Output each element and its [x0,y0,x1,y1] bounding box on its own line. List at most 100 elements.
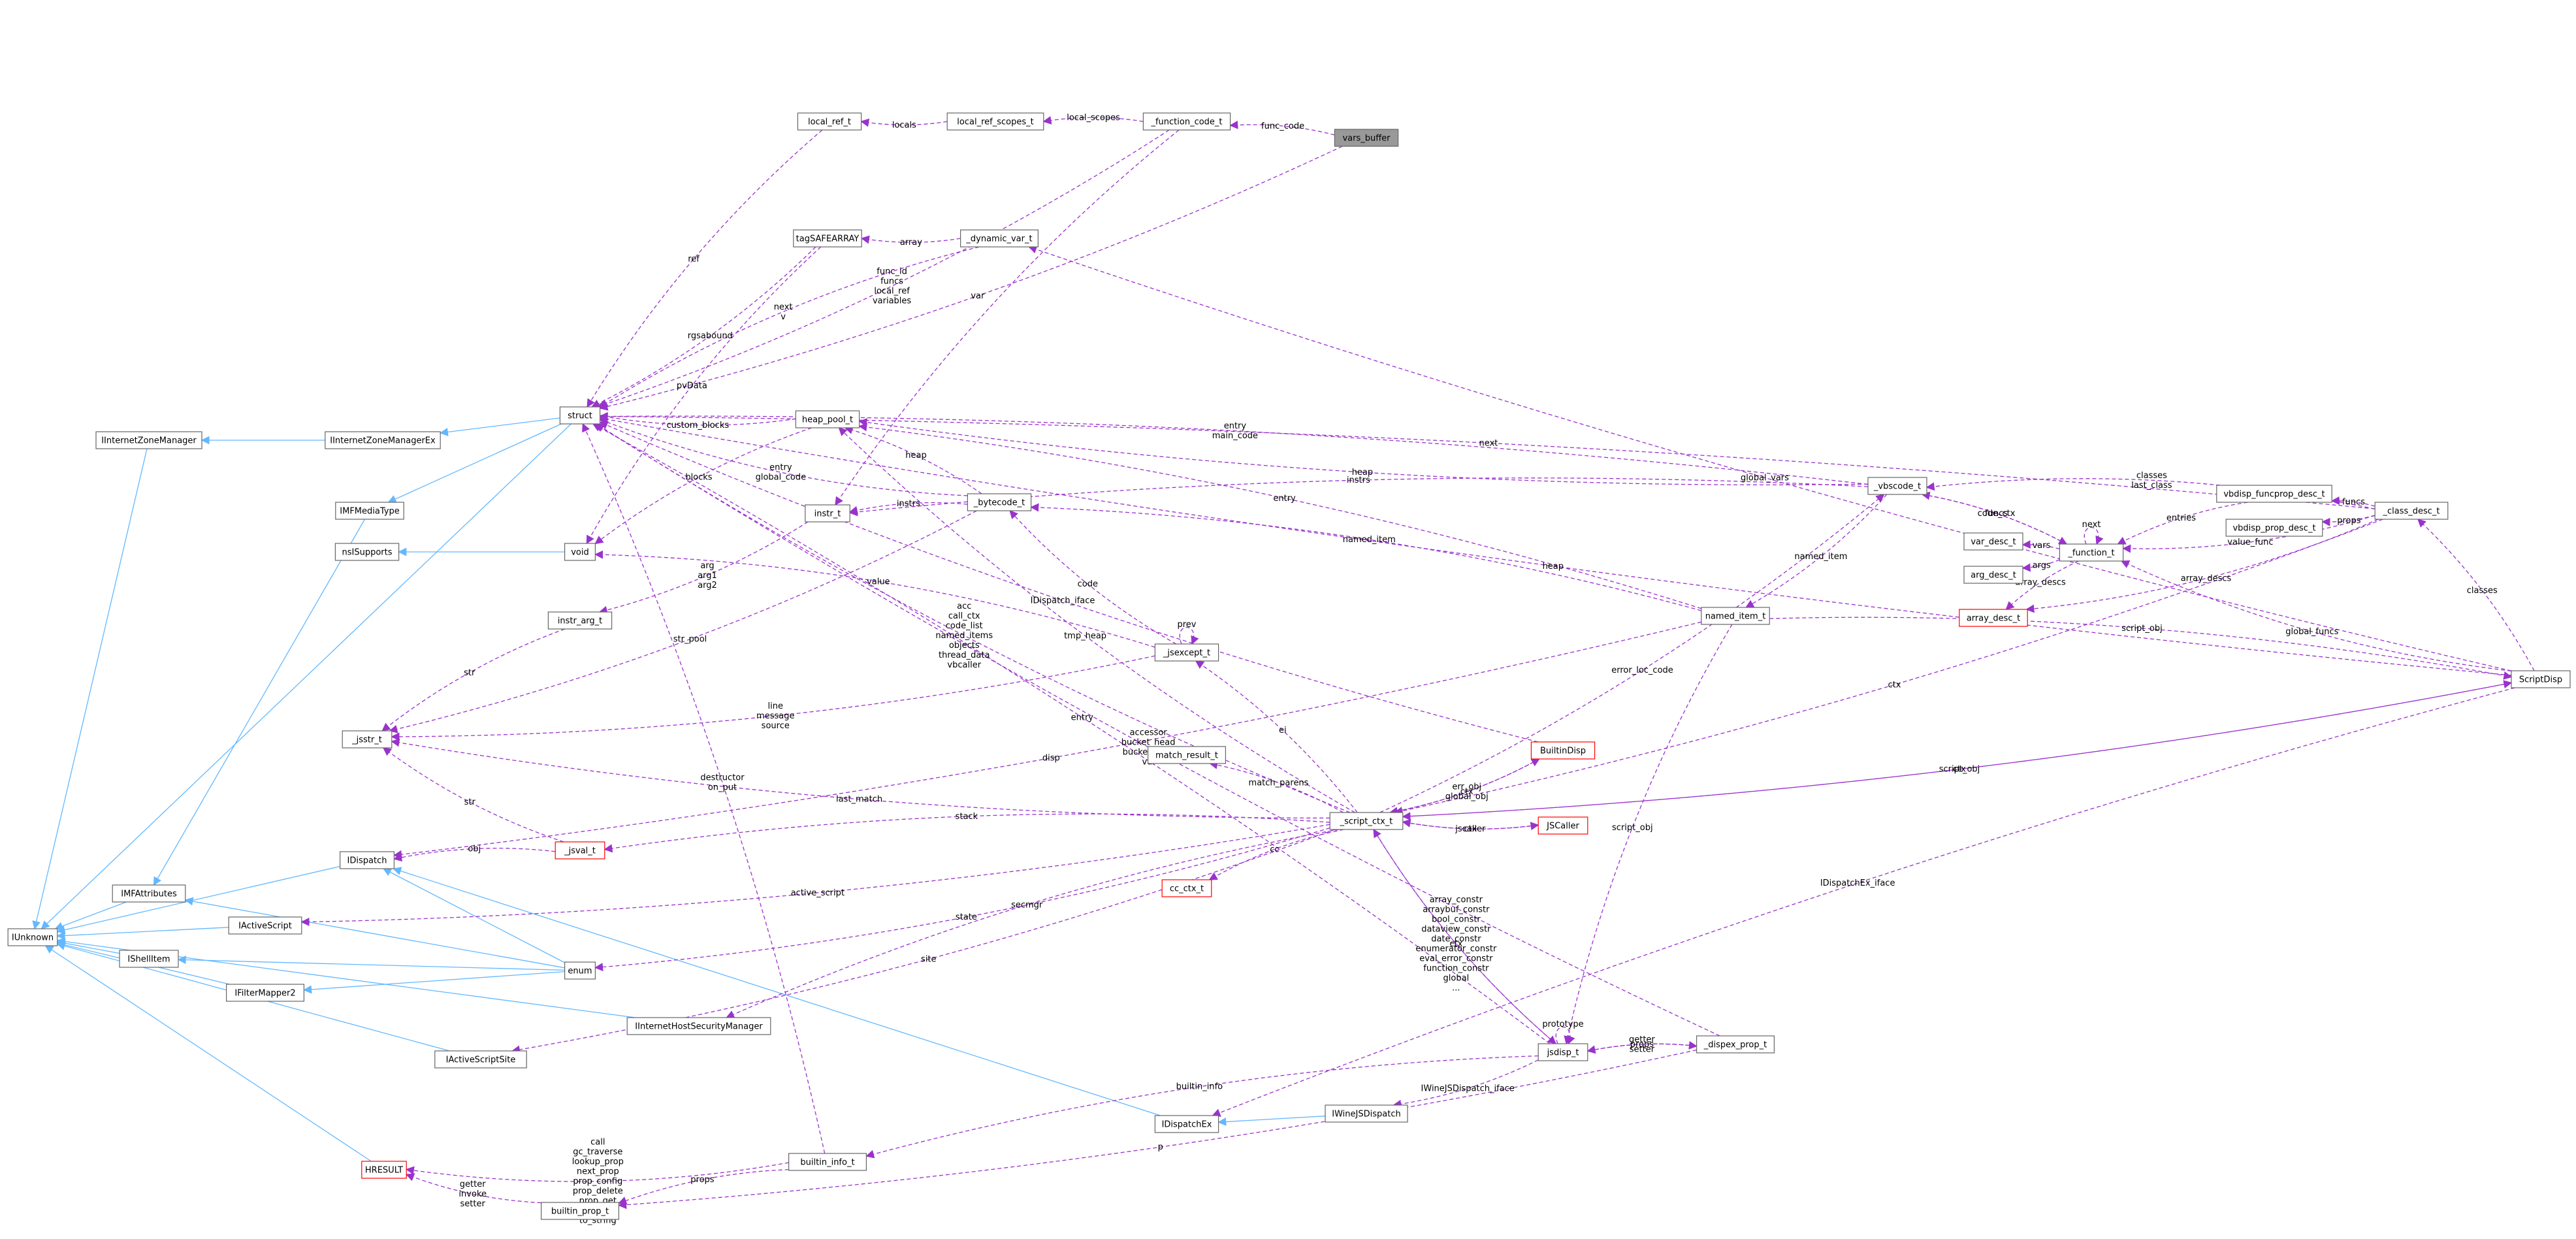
node-match-result-t[interactable]: match_result_t [1147,746,1226,764]
node-function-t[interactable]: _function_t [2059,543,2124,562]
node-IActiveScriptSite[interactable]: IActiveScriptSite [434,1050,527,1069]
node-arg-desc-t[interactable]: arg_desc_t [1963,566,2023,584]
node-tagSAFEARRAY[interactable]: tagSAFEARRAY [793,229,862,248]
node-box [226,984,305,1002]
usage-edge-named_item_t-to-_bytecode_t [1030,503,1701,611]
node-vbscode-t[interactable]: _vbscode_t [1867,477,1927,495]
node-struct[interactable]: struct [559,406,601,425]
node-array-desc-t[interactable]: array_desc_t [1959,609,2028,627]
node-IDispatch[interactable]: IDispatch [339,851,394,869]
usage-edge-_dynamic_var_t-to-tagSAFEARRAY [860,235,961,244]
node-class-desc-t[interactable]: _class_desc_t [2374,502,2449,520]
node-IFilterMapper2[interactable]: IFilterMapper2 [226,984,305,1002]
node-ScriptDisp[interactable]: ScriptDisp [2511,670,2571,688]
node-IUnknown[interactable]: IUnknown [7,928,58,946]
usage-edge-_script_ctx_t-to-ScriptDisp [1402,680,2513,817]
inherit-edge-enum-to-IMFAttributes [184,897,565,969]
usage-edge-_function_t-to-_function_t [2084,527,2104,545]
node-box [1538,816,1588,835]
edge-label-_function_t-to-var_desc_t: vars [2033,541,2051,551]
usage-edge-_script_ctx_t-to-jsdisp_t [1373,829,1556,1044]
node-builtin-prop-t[interactable]: builtin_prop_t [540,1202,619,1220]
node-vars-buffer[interactable]: vars_buffer [1334,129,1399,147]
usage-edge-_class_desc_t-to-_vbscode_t [1925,478,2375,509]
usage-edge-ScriptDisp-to-IDispatchEx [1212,687,2515,1117]
node-label: arg_desc_t [1971,571,2016,581]
usage-edge-_bytecode_t-to-struct [599,418,968,496]
node-IMFMediaType[interactable]: IMFMediaType [335,502,404,520]
node-IInternetZoneManager[interactable]: IInternetZoneManager [95,431,202,449]
node-IInternetZoneManagerEx[interactable]: IInternetZoneManagerEx [325,431,441,449]
node-nsISupports[interactable]: nsISupports [334,543,400,561]
node-jsdisp-t[interactable]: jsdisp_t [1538,1043,1588,1061]
node-IActiveScript[interactable]: IActiveScript [228,916,302,935]
usage-edge-ScriptDisp-to-_dynamic_var_t [1028,245,2512,671]
node-bytecode-t[interactable]: _bytecode_t [967,493,1032,511]
usage-edge-instr_arg_t-to-_jsstr_t [381,628,565,732]
inherit-edge-struct-to-IUnknown [40,423,572,929]
node-script-ctx-t[interactable]: _script_ctx_t [1329,812,1404,830]
node-IMFAttributes[interactable]: IMFAttributes [112,884,186,903]
node-label: ScriptDisp [2519,675,2562,685]
node-IWineJSDispatch[interactable]: IWineJSDispatch [1325,1104,1408,1123]
node-var-desc-t[interactable]: var_desc_t [1963,532,2023,551]
usage-edge-_function_code_t-to-struct [596,129,1170,409]
node-builtin-info-t[interactable]: builtin_info_t [788,1153,867,1171]
usage-edge-builtin_info_t-to-struct [582,423,826,1154]
node-local-ref-scopes-t[interactable]: local_ref_scopes_t [946,112,1044,131]
node-cc-ctx-t[interactable]: cc_ctx_t [1161,879,1212,897]
node-jsval-t[interactable]: _jsval_t [555,841,605,860]
node-box [228,916,302,935]
usage-edge-_vbscode_t-to-instr_t [848,477,1869,517]
node-dynamic-var-t[interactable]: _dynamic_var_t [959,229,1038,248]
node-jsstr-t[interactable]: _jsstr_t [342,730,393,748]
edge-label-_script_ctx_t-to-match_result_t: match_parens [1249,778,1309,788]
node-BuiltinDisp[interactable]: BuiltinDisp [1530,741,1596,760]
node-local-ref-t[interactable]: local_ref_t [797,112,862,131]
node-label: tagSAFEARRAY [796,234,860,244]
edge-label-local_ref_t-to-struct: ref [688,255,700,265]
node-dispex-prop-t[interactable]: _dispex_prop_t [1696,1035,1775,1054]
node-vbdisp-prop-desc-t[interactable]: vbdisp_prop_desc_t [2225,519,2323,537]
edge-label-_vbscode_t-to-named_item_t: named_item [1794,552,1847,562]
node-vbdisp-funcprop-desc-t[interactable]: vbdisp_funcprop_desc_t [2216,485,2332,503]
node-heap-pool-t[interactable]: heap_pool_t [795,410,860,428]
node-instr-arg-t[interactable]: instr_arg_t [547,611,613,630]
node-box [2216,485,2332,503]
usage-edge-local_ref_scopes_t-to-local_ref_t [860,118,948,127]
node-IShellItem[interactable]: IShellItem [119,950,179,968]
node-named-item-t[interactable]: named_item_t [1701,607,1770,625]
edge-label-ScriptDisp-to-_class_desc_t: classes [2467,586,2498,596]
usage-edge-_script_ctx_t-to-_vbscode_t [1379,494,1885,813]
node-box [564,543,596,561]
edge-label-_script_ctx_t-to-enum: state [956,912,977,922]
node-instr-t[interactable]: instr_t [805,504,850,523]
edge-label-jsdisp_t-to-builtin_info_t: builtin_info [1176,1082,1223,1092]
node-IDispatchEx[interactable]: IDispatchEx [1154,1115,1219,1133]
node-function-code-t[interactable]: _function_code_t [1142,112,1231,131]
edge-label-vbdisp_funcprop_desc_t-to-_function_t: entries [2166,513,2196,523]
edge-label-heap_pool_t-to-struct: custom_blocks [666,421,729,430]
usage-edge-_function_t-to-var_desc_t [2021,540,2060,550]
node-box [2225,519,2323,537]
node-IInternetHostSecurityManager[interactable]: IInternetHostSecurityManager [626,1017,771,1035]
node-box [1959,609,2028,627]
usage-edge-vars_buffer-to-struct [599,146,1343,411]
node-enum[interactable]: enum [564,961,596,980]
node-JSCaller[interactable]: JSCaller [1538,816,1588,835]
node-HRESULT[interactable]: HRESULT [361,1161,407,1179]
node-label: var_desc_t [1971,538,2016,547]
node-box [1154,1115,1219,1133]
edge-label-_script_ctx_t-to-_jsval_t: stack [956,812,978,822]
node-label: nsISupports [342,548,392,558]
edge-label-BuiltinDisp-to-_script_ctx_t: ctx [1460,787,1473,797]
edge-label-_function_t-to-_function_t: next [2082,520,2101,530]
edge-label-builtin_info_t-to-builtin_prop_t: props [690,1175,715,1185]
node-label: cc_ctx_t [1170,884,1204,894]
node-box [1963,566,2023,584]
node-void[interactable]: void [564,543,596,561]
node-jsexcept-t[interactable]: _jsexcept_t [1154,643,1219,662]
